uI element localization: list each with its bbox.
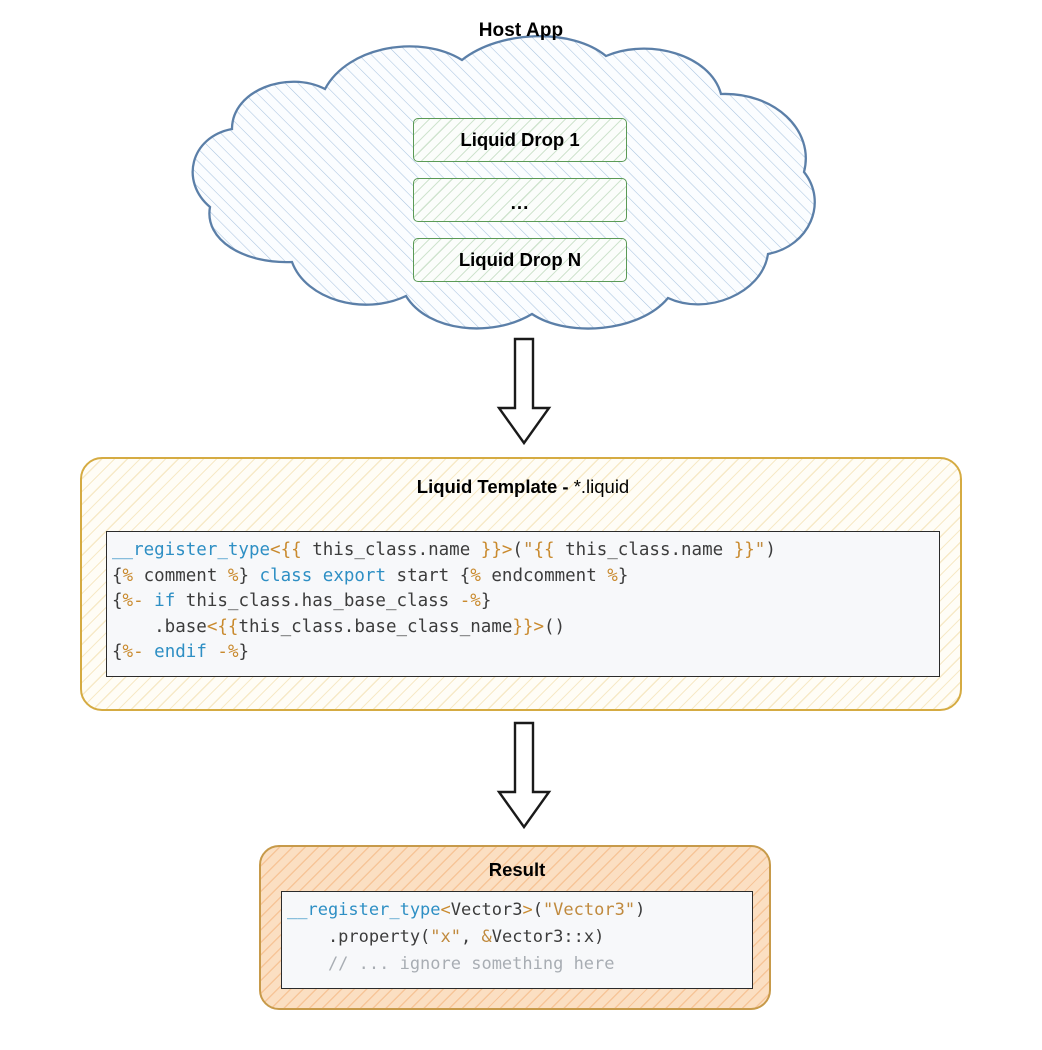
down-arrow-icon	[496, 337, 552, 446]
code-token: %	[607, 565, 618, 586]
code-token: (	[532, 900, 543, 920]
result-title: Result	[488, 859, 546, 880]
code-token: }	[480, 591, 492, 611]
code-token: ()	[544, 616, 566, 637]
host-app-section: Host App Liquid Drop 1 ... Liquid Drop N	[0, 0, 1042, 340]
liquid-drop-1-label: Liquid Drop 1	[460, 129, 580, 150]
code-token: {	[459, 565, 471, 586]
liquid-template-code-block[interactable]: __register_type<{{ this_class.name }}>("…	[106, 531, 940, 677]
code-token: }	[617, 565, 629, 586]
code-token: .property(	[287, 927, 431, 947]
code-token: start	[386, 565, 460, 586]
result-code-text: __register_type<Vector3>("Vector3") .pro…	[287, 897, 752, 978]
code-token: this_class.name	[554, 540, 734, 560]
code-token: <	[440, 900, 451, 920]
code-token: >	[522, 900, 533, 920]
code-token: "	[522, 540, 534, 560]
code-token: -	[133, 591, 155, 611]
down-arrow-icon	[496, 721, 552, 830]
code-token: comment	[133, 565, 228, 586]
code-token: %	[227, 565, 239, 586]
code-token: )	[635, 900, 646, 920]
liquid-template-title-extension: *.liquid	[573, 476, 630, 497]
liquid-template-panel: Liquid Template - *.liquid __register_ty…	[80, 457, 962, 711]
code-token: {	[112, 565, 123, 586]
liquid-template-title-bold: Liquid Template -	[416, 476, 574, 497]
liquid-drop-ellipsis[interactable]: ...	[413, 178, 627, 222]
code-token: >	[501, 540, 513, 560]
code-token: export	[322, 565, 386, 586]
code-token: this_class.base_class_name	[238, 616, 513, 637]
code-token: -	[459, 591, 471, 611]
code-token: endcomment	[480, 565, 608, 586]
code-token: &	[481, 927, 492, 947]
liquid-drop-n-label: Liquid Drop N	[458, 249, 582, 270]
code-token	[207, 642, 218, 662]
code-token: this_class.name	[301, 540, 481, 560]
code-token: class	[259, 565, 313, 586]
host-app-title: Host App	[478, 20, 564, 41]
code-token: -	[133, 642, 155, 662]
result-code-block[interactable]: __register_type<Vector3>("Vector3") .pro…	[281, 891, 753, 989]
code-token: endif	[154, 642, 207, 662]
code-token: "	[754, 540, 766, 560]
code-line: __register_type<Vector3>("Vector3")	[287, 897, 752, 924]
code-token: {{	[280, 540, 302, 560]
code-token: }}	[480, 540, 502, 560]
code-line: {%- if this_class.has_base_class -%}	[112, 589, 939, 615]
code-token: {{	[533, 540, 555, 560]
code-token: if	[154, 591, 176, 611]
liquid-drop-n[interactable]: Liquid Drop N	[413, 238, 627, 282]
code-token: }	[238, 565, 260, 586]
code-line: // ... ignore something here	[287, 951, 752, 978]
code-token	[312, 566, 323, 586]
liquid-drop-1[interactable]: Liquid Drop 1	[413, 118, 627, 162]
code-token: this_class.has_base_class	[175, 591, 460, 611]
code-token: %	[470, 565, 481, 586]
code-token: >	[533, 616, 545, 637]
code-token: )	[765, 540, 776, 560]
liquid-template-code-text: __register_type<{{ this_class.name }}>("…	[112, 538, 939, 666]
code-token: <	[206, 616, 218, 637]
code-token: }	[238, 642, 250, 662]
code-line: {% comment %} class export start {% endc…	[112, 564, 939, 590]
code-token: (	[512, 540, 523, 560]
code-token: "x"	[430, 927, 462, 947]
result-panel: Result __register_type<Vector3>("Vector3…	[259, 845, 771, 1010]
code-token: %	[122, 591, 134, 611]
code-token: %	[122, 642, 134, 662]
code-token: __register_type	[112, 540, 271, 560]
code-token: {{	[217, 616, 239, 637]
code-token: }}	[512, 616, 534, 637]
liquid-template-title: Liquid Template - *.liquid	[82, 476, 964, 498]
code-token: {	[112, 642, 123, 662]
code-token: "Vector3"	[542, 900, 636, 920]
code-token: __register_type	[287, 900, 441, 920]
code-line: .property("x", &Vector3::x)	[287, 924, 752, 951]
code-token: // ... ignore something here	[287, 954, 615, 974]
code-token: <	[270, 540, 281, 560]
code-line: __register_type<{{ this_class.name }}>("…	[112, 538, 939, 564]
code-token: }}	[733, 540, 755, 560]
code-token: Vector3::x)	[491, 927, 605, 947]
code-token: %	[470, 591, 481, 611]
code-token: Vector3	[450, 900, 523, 920]
code-token: .base	[112, 616, 207, 637]
code-token: ,	[461, 927, 482, 947]
liquid-drop-ellipsis-label: ...	[510, 193, 530, 214]
code-line: .base<{{this_class.base_class_name}}>()	[112, 615, 939, 641]
code-token: %	[227, 642, 239, 662]
code-token: {	[112, 591, 123, 611]
code-token: %	[122, 565, 134, 586]
code-token: -	[217, 642, 228, 662]
code-line: {%- endif -%}	[112, 640, 939, 666]
